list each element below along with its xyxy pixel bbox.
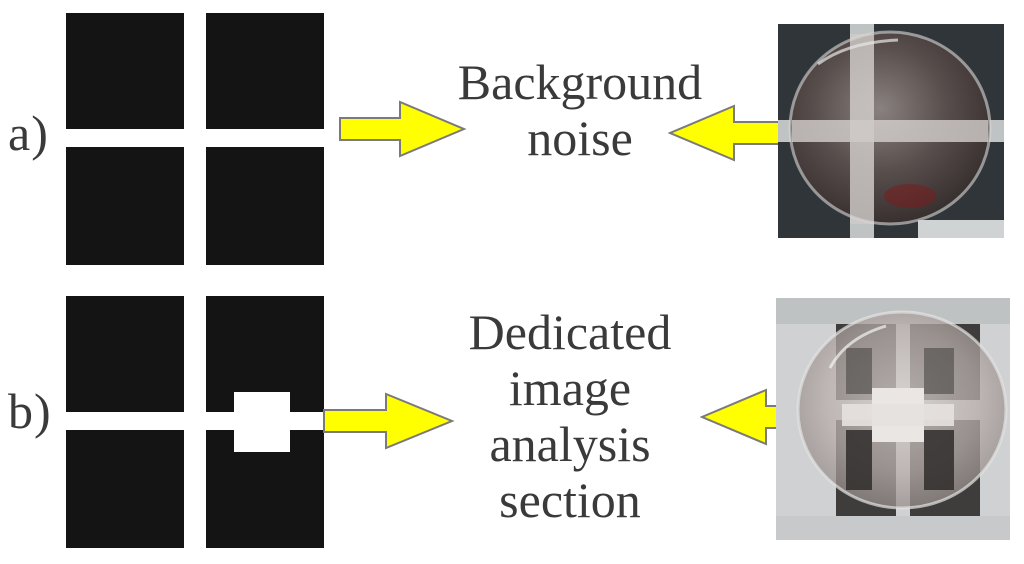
analysis-channel [206,412,324,430]
mask-square-top-right [206,13,324,129]
arrow-right-icon [322,392,456,450]
arrow-right-icon [338,100,468,158]
caption-line: noise [527,110,633,166]
panel-b-caption: Dedicated image analysis section [420,304,720,528]
caption-line: image [508,360,632,416]
mask-square-bottom-right [206,147,324,265]
panel-a-mask-pattern [66,13,324,265]
mask-square-bottom-left [66,147,184,265]
mask-square-bottom-left [66,430,184,548]
panel-a-droplet-photo [778,24,1004,238]
caption-line: Background [457,54,703,110]
caption-line: section [499,472,641,528]
panel-b-label: b) [8,383,52,439]
panel-b-droplet-photo [776,298,1010,540]
mask-square-top-left [66,13,184,129]
panel-a: a) Background noise [8,13,1004,265]
caption-line: Dedicated [468,304,672,360]
panel-a-label: a) [8,105,49,161]
panel-a-caption: Background noise [410,54,750,166]
mask-square-top-left [66,296,184,412]
panel-b: b) Dedicated image analysis section [0,282,1024,564]
caption-line: analysis [489,416,651,472]
panel-b-mask-pattern [66,296,324,548]
